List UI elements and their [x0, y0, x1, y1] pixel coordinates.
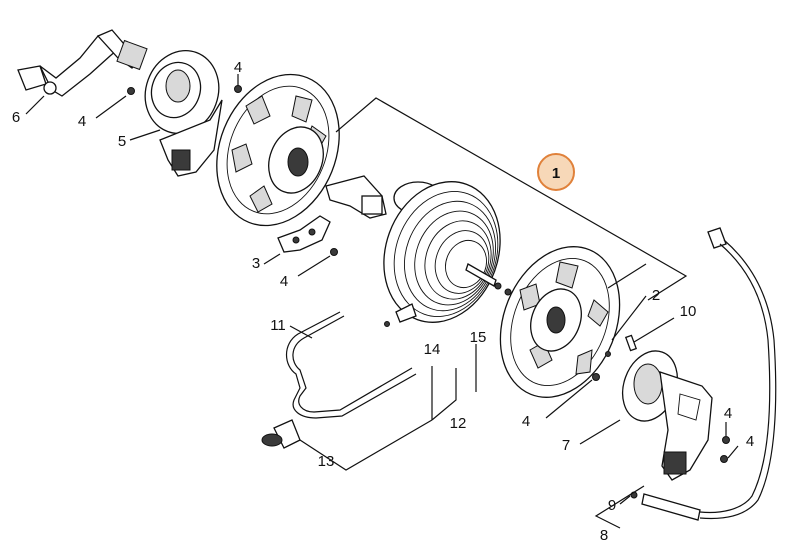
- callout-14-label: 14: [424, 341, 441, 358]
- callout-4-label: 4: [522, 413, 530, 430]
- callout-1-label: 1: [552, 165, 560, 182]
- callout-1-highlight[interactable]: 1: [537, 153, 575, 191]
- left-bracket-part: [144, 50, 223, 177]
- callout-13-label: 13: [318, 453, 335, 470]
- screw-parts: [127, 85, 730, 463]
- plug-part: [261, 419, 301, 449]
- callout-5-label: 5: [118, 133, 126, 150]
- leader-lines: [25, 74, 739, 529]
- callout-6-label: 6: [12, 109, 20, 126]
- hose-drum-part: [383, 181, 512, 323]
- callout-4-label: 4: [724, 405, 732, 422]
- callout-4-label: 4: [78, 113, 86, 130]
- callout-9-label: 9: [608, 497, 616, 514]
- callout-8-label: 8: [600, 527, 608, 544]
- callout-15-label: 15: [470, 329, 487, 346]
- crank-handle-part: [17, 29, 148, 97]
- callout-2-label: 2: [652, 287, 660, 304]
- right-flange-part: [499, 246, 621, 398]
- callout-3-label: 3: [252, 255, 260, 272]
- callout-4-label: 4: [746, 433, 754, 450]
- callout-7-label: 7: [562, 437, 570, 454]
- shaft-and-bracket-part: [277, 175, 387, 253]
- pin-part: [624, 334, 638, 352]
- callout-4-label: 4: [234, 59, 242, 76]
- callout-10-label: 10: [680, 303, 697, 320]
- callout-labels: 2 3 4 4 4 4 4 4 5 6 7 8 9 10 11 12 13 14…: [12, 59, 754, 544]
- callout-4-label: 4: [280, 273, 288, 290]
- wire-guide-part: [285, 311, 417, 419]
- callout-12-label: 12: [450, 415, 467, 432]
- left-flange-part: [216, 73, 340, 227]
- callout-11-label: 11: [270, 317, 286, 334]
- right-bracket-part: [621, 350, 713, 481]
